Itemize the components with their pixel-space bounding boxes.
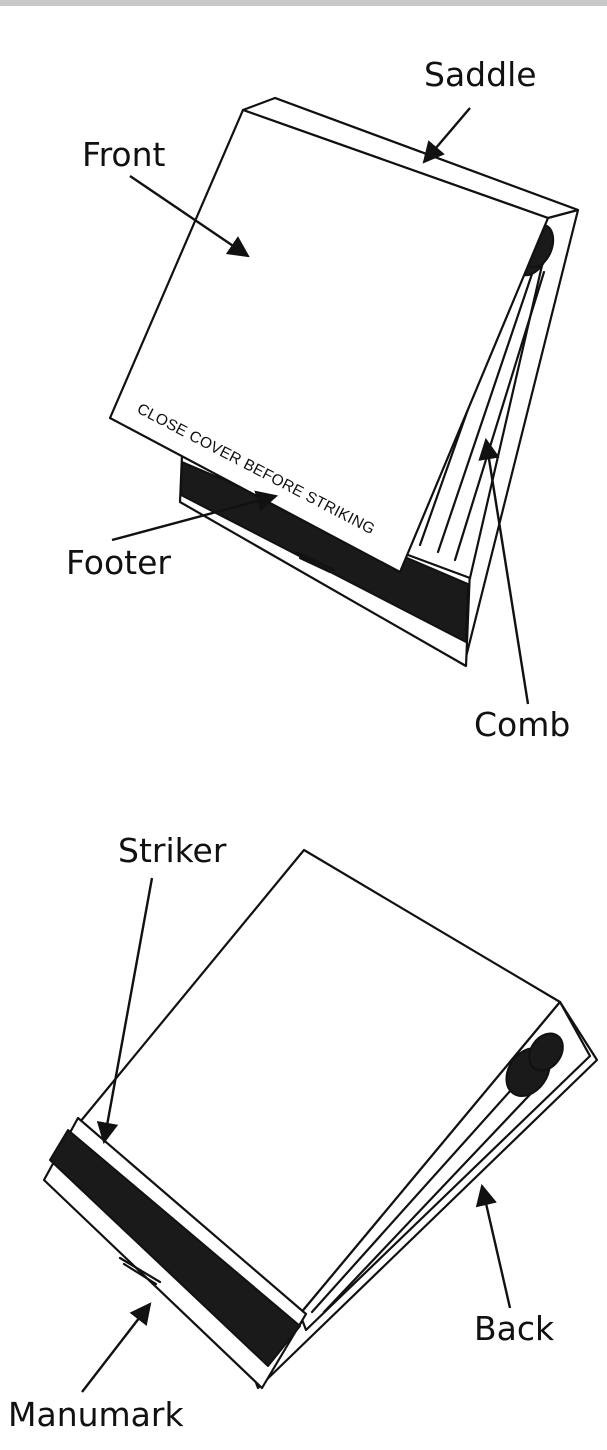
top-border bbox=[0, 0, 607, 6]
arrow-front bbox=[129, 175, 250, 258]
arrow-footer bbox=[111, 490, 279, 542]
match-stick-2 bbox=[436, 266, 536, 554]
label-manumark: Manumark bbox=[8, 1395, 184, 1434]
manumark-line-bottom-2 bbox=[122, 1262, 158, 1286]
match-head-b2 bbox=[528, 1032, 564, 1072]
label-comb: Comb bbox=[474, 705, 570, 744]
striker-strip-bottom bbox=[49, 1129, 301, 1367]
label-back: Back bbox=[474, 1309, 555, 1348]
match-stick-3 bbox=[453, 270, 546, 562]
manumark-line-top bbox=[294, 550, 336, 572]
arrow-back bbox=[475, 1183, 512, 1309]
match-stick-b2 bbox=[322, 1082, 542, 1314]
matchbook-bottom bbox=[42, 848, 599, 1390]
arrow-saddle bbox=[422, 107, 471, 164]
label-front: Front bbox=[82, 135, 166, 174]
labels-top: Saddle Front Footer Comb bbox=[66, 55, 570, 744]
arrow-striker bbox=[96, 877, 154, 1145]
arrow-comb bbox=[478, 437, 530, 705]
matchbook-top: CLOSE COVER BEFORE STRIKING bbox=[108, 96, 580, 668]
manumark-line-top-2 bbox=[298, 556, 332, 574]
label-striker: Striker bbox=[118, 831, 227, 870]
label-saddle: Saddle bbox=[424, 55, 537, 94]
arrow-manumark bbox=[81, 1302, 152, 1393]
labels-bottom: Striker Back Manumark bbox=[8, 831, 555, 1434]
front-cover-top bbox=[108, 108, 550, 574]
match-stick-b1 bbox=[310, 1078, 522, 1314]
label-footer: Footer bbox=[66, 543, 171, 582]
manumark-line-bottom bbox=[118, 1256, 162, 1284]
